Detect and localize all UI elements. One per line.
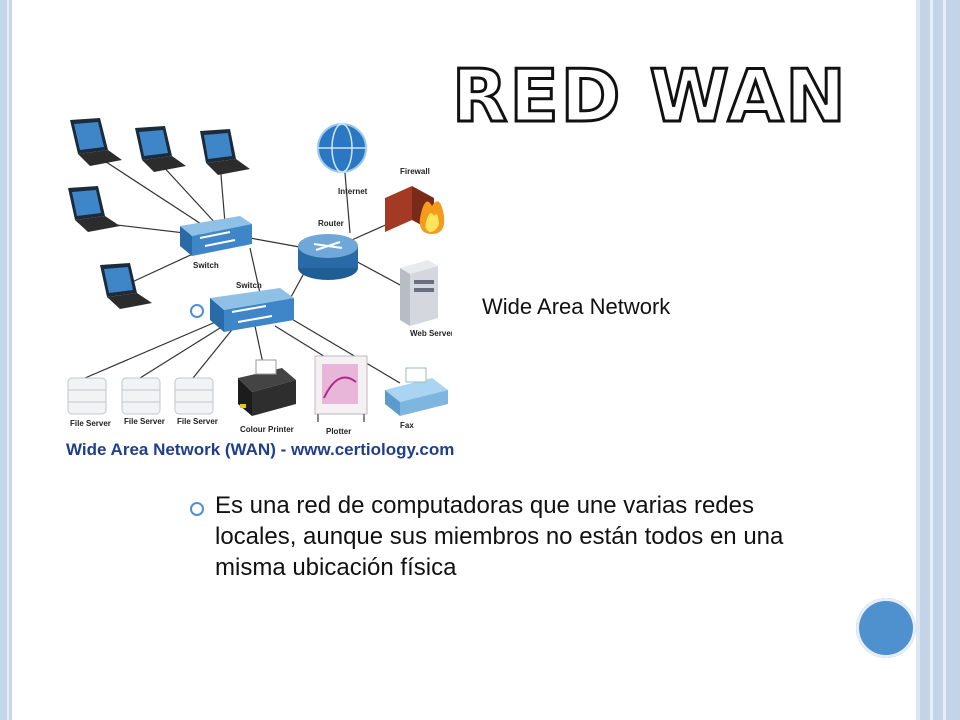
slide-title: RED WAN: [451, 54, 848, 138]
laptop-icon: [200, 129, 250, 175]
decorative-circle: [856, 598, 916, 658]
right-border-decoration: [916, 0, 960, 720]
switch-label: Switch: [236, 281, 262, 290]
globe-icon: [317, 123, 367, 173]
laptop-icon: [100, 263, 152, 309]
switch-label: Switch: [193, 261, 219, 270]
switch-icon: [210, 288, 294, 332]
laptop-icon: [68, 186, 120, 232]
left-border-decoration: [0, 0, 12, 720]
file-server-label: File Server: [70, 419, 111, 428]
laptop-icon: [70, 118, 122, 166]
firewall-label: Firewall: [400, 167, 430, 176]
bullet-text-wide-area-network: Wide Area Network: [482, 294, 671, 319]
server-icon: [400, 260, 438, 326]
plotter-icon: [314, 355, 368, 422]
file-server-icon: [174, 377, 214, 415]
file-server-label: File Server: [124, 417, 165, 426]
bullet-icon: [190, 304, 204, 318]
web-server-label: Web Server: [410, 329, 452, 338]
fax-label: Fax: [400, 421, 414, 430]
file-server-icon: [67, 377, 107, 415]
wan-network-diagram: Switch Switch Router Internet Firewall: [67, 118, 452, 436]
file-server-label: File Server: [177, 417, 218, 426]
fax-icon: [385, 367, 448, 416]
file-server-icon: [121, 377, 161, 415]
laptop-icon: [135, 126, 186, 172]
bullet-text-definition: Es una red de computadoras que une varia…: [215, 492, 784, 581]
switch-icon: [180, 216, 252, 256]
diagram-caption: Wide Area Network (WAN) - www.certiology…: [66, 440, 455, 459]
router-label: Router: [318, 219, 344, 228]
plotter-label: Plotter: [326, 427, 351, 436]
internet-label: Internet: [338, 187, 368, 196]
router-icon: [298, 234, 358, 280]
bullet-icon: [190, 502, 204, 516]
firewall-icon: [385, 186, 445, 234]
colour-printer-label: Colour Printer: [240, 425, 294, 434]
printer-icon: [238, 359, 296, 416]
